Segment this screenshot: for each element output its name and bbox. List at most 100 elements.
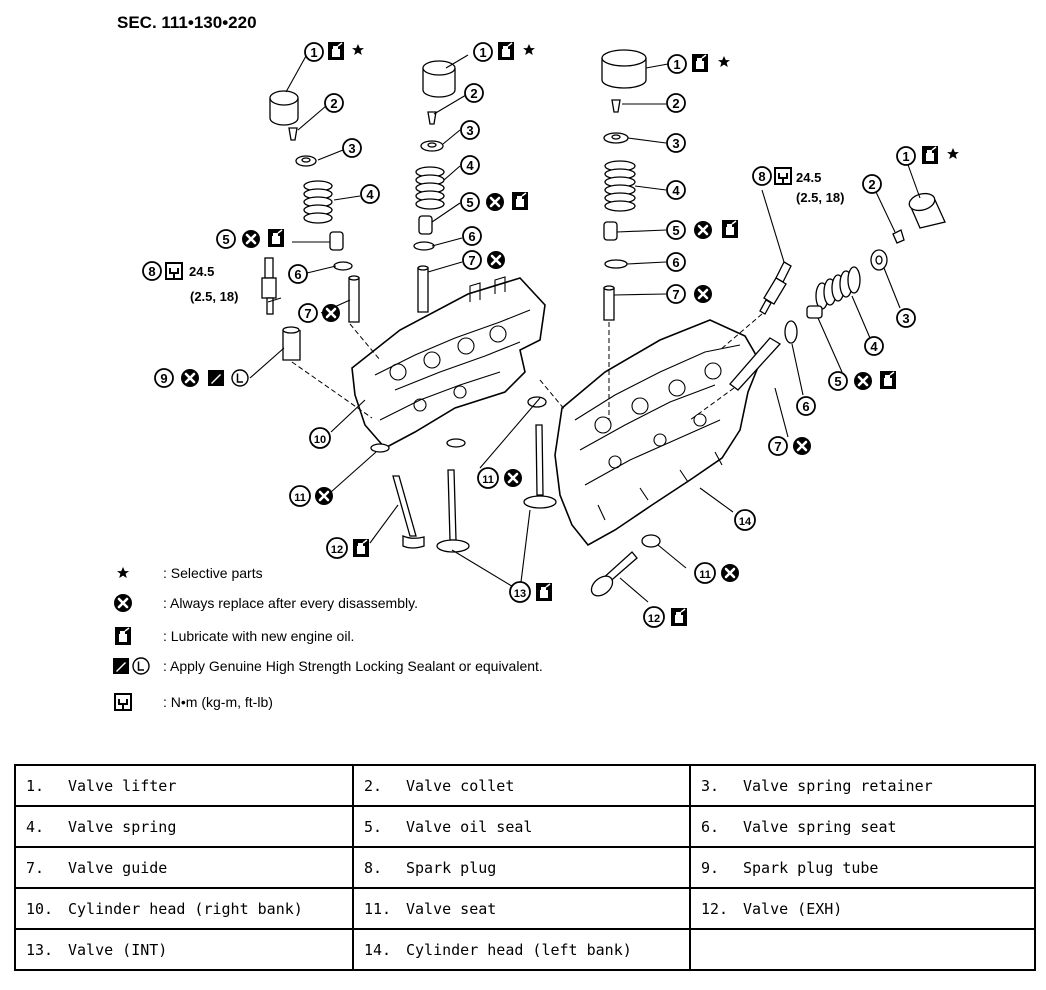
oil-can-icon <box>497 41 515 61</box>
part-valve-spring-seat-d <box>784 320 798 344</box>
part-name: Valve guide <box>68 858 168 877</box>
part-number: 5. <box>364 817 383 836</box>
callout-4a: 4 <box>360 184 380 204</box>
replace-icon <box>692 283 714 305</box>
part-number: 14. <box>364 940 392 959</box>
torque-wrench-icon <box>165 262 183 280</box>
part-name: Cylinder head (right bank) <box>68 899 303 918</box>
table-cell: 10.Cylinder head (right bank) <box>14 887 354 930</box>
part-number: 1. <box>26 776 45 795</box>
replace-icon <box>320 302 342 324</box>
part-name: Spark plug tube <box>743 858 879 877</box>
callout-8a: 8 <box>142 261 162 281</box>
part-name: Valve (INT) <box>68 940 168 959</box>
table-cell: 2.Valve collet <box>352 764 691 807</box>
part-number: 2. <box>364 776 383 795</box>
table-cell-empty <box>689 928 1036 971</box>
svg-text:4: 4 <box>672 183 680 198</box>
parts-list-table: 1.Valve lifter 2.Valve collet 3.Valve sp… <box>14 764 1036 971</box>
part-valve-guide-b <box>417 265 429 313</box>
svg-text:3: 3 <box>348 141 355 156</box>
part-number: 3. <box>701 776 720 795</box>
part-spark-plug-right <box>261 257 277 315</box>
oil-can-icon <box>921 145 939 165</box>
star-icon <box>117 567 129 578</box>
callout-11c: 11 <box>694 562 716 584</box>
table-cell: 12. Valve (EXH) <box>689 887 1036 930</box>
oil-can-icon <box>721 219 739 239</box>
sealant-icon <box>208 370 224 386</box>
callout-14: 14 <box>734 509 756 531</box>
part-spark-plug-tube <box>282 326 301 361</box>
callout-5d: 5 <box>828 371 848 391</box>
part-number: 7. <box>26 858 45 877</box>
callout-6c: 6 <box>666 252 686 272</box>
part-valve-spring-retainer-d <box>870 249 888 271</box>
leader-lines <box>249 54 921 603</box>
part-valve-lifter-c <box>601 49 647 89</box>
callout-6a: 6 <box>288 264 308 284</box>
right-bank-cylinder-head <box>351 276 546 450</box>
svg-text:5: 5 <box>672 223 679 238</box>
callout-1b: 1 <box>473 42 493 62</box>
svg-text:3: 3 <box>902 311 909 326</box>
torque-conversion-right: (2.5, 18) <box>190 289 238 304</box>
left-bank-cylinder-head <box>554 319 761 547</box>
svg-text:3: 3 <box>466 123 473 138</box>
part-valve-spring-seat-b <box>413 241 435 251</box>
oil-can-icon <box>352 538 370 558</box>
svg-text:1: 1 <box>310 45 317 60</box>
svg-text:9: 9 <box>160 371 167 386</box>
callout-7d: 7 <box>768 436 788 456</box>
torque-conversion-left: (2.5, 18) <box>796 190 844 205</box>
part-valve-collet-c <box>611 99 621 113</box>
callout-markers: 1 2 3 4 5 6 7 8 24.5 (2.5, 18) 9 10 11 1… <box>142 41 959 628</box>
replace-icon <box>484 191 506 213</box>
part-valve-guide-d <box>729 337 782 391</box>
star-icon <box>352 44 364 55</box>
replace-icon <box>719 562 741 584</box>
callout-7c: 7 <box>666 284 686 304</box>
torque-value-left: 24.5 <box>796 170 821 185</box>
section-code: SEC. 111•130•220 <box>117 13 257 32</box>
part-valve-exh-left <box>590 551 638 597</box>
torque-wrench-icon <box>774 167 792 185</box>
part-valve-exh-right <box>392 475 425 549</box>
locking-sealant-icon <box>132 657 150 675</box>
part-valve-spring-retainer-c <box>603 132 629 144</box>
part-valve-int-left <box>523 424 557 509</box>
part-valve-oil-seal-c <box>603 221 618 241</box>
legend-torque-units: : N•m (kg-m, ft-lb) <box>163 694 273 710</box>
callout-3c: 3 <box>666 133 686 153</box>
part-valve-spring-c <box>604 160 636 212</box>
svg-text:7: 7 <box>672 287 679 302</box>
replace-icon <box>502 467 524 489</box>
table-cell: 13.Valve (INT) <box>14 928 354 971</box>
callout-3a: 3 <box>342 138 362 158</box>
callout-4c: 4 <box>666 180 686 200</box>
oil-can-icon <box>327 41 345 61</box>
replace-icon <box>791 435 813 457</box>
callout-2c: 2 <box>666 93 686 113</box>
svg-text:7: 7 <box>468 253 475 268</box>
part-name: Valve (EXH) <box>743 899 843 918</box>
oil-can-icon <box>879 370 897 390</box>
table-row: 4.Valve spring 5.Valve oil seal 6.Valve … <box>14 805 1036 848</box>
part-name: Valve oil seal <box>406 817 533 836</box>
table-cell: 9.Spark plug tube <box>689 846 1036 889</box>
part-valve-seat-right <box>370 438 466 453</box>
part-name: Valve spring retainer <box>743 776 933 795</box>
star-icon <box>947 148 959 159</box>
legend-selective-parts: : Selective parts <box>163 565 263 581</box>
table-row: 7. Valve guide 8.Spark plug 9.Spark plug … <box>14 846 1036 889</box>
table-cell: 8.Spark plug <box>352 846 691 889</box>
table-cell: 3. Valve spring retainer <box>689 764 1036 807</box>
callout-5a: 5 <box>216 229 236 249</box>
oil-can-icon <box>535 582 553 602</box>
part-number: 12. <box>701 899 729 918</box>
replace-icon <box>112 592 134 614</box>
svg-text:2: 2 <box>868 177 875 192</box>
svg-text:5: 5 <box>466 195 473 210</box>
replace-icon <box>313 485 335 507</box>
table-cell: 11.Valve seat <box>352 887 691 930</box>
